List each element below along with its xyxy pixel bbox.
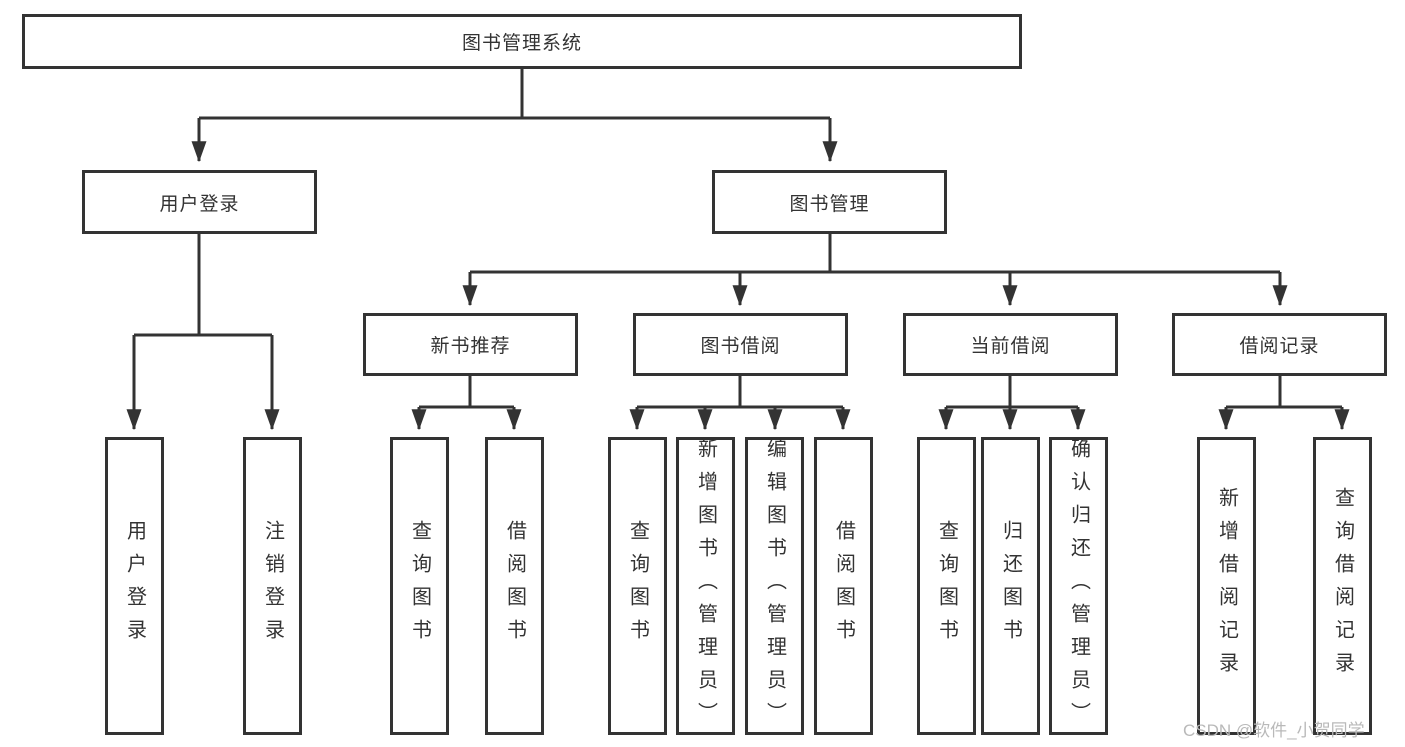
leaf-add-borrow-record: 新增借阅记录 <box>1197 437 1256 735</box>
leaf-logout: 注销登录 <box>243 437 302 735</box>
watermark: CSDN @软件_小贺同学 <box>1183 721 1365 740</box>
leaf-query-books-current-label: 查询图书 <box>935 520 958 652</box>
leaf-borrow-books: 借阅图书 <box>814 437 873 735</box>
leaf-logout-label: 注销登录 <box>261 520 284 652</box>
leaf-confirm-return-admin-label: 确认归还（管理员） <box>1067 437 1090 735</box>
leaf-edit-book-admin: 编辑图书（管理员） <box>745 437 804 735</box>
leaf-query-books-recommend-label: 查询图书 <box>408 520 431 652</box>
leaf-return-book-label: 归还图书 <box>999 520 1022 652</box>
node-new-book-recommend: 新书推荐 <box>363 313 578 376</box>
leaf-user-login: 用户登录 <box>105 437 164 735</box>
node-user-login: 用户登录 <box>82 170 317 234</box>
leaf-query-books-recommend: 查询图书 <box>390 437 449 735</box>
node-book-borrowing: 图书借阅 <box>633 313 848 376</box>
leaf-return-book: 归还图书 <box>981 437 1040 735</box>
leaf-query-borrow-record: 查询借阅记录 <box>1313 437 1372 735</box>
leaf-add-borrow-record-label: 新增借阅记录 <box>1215 487 1238 685</box>
node-borrowing-records: 借阅记录 <box>1172 313 1387 376</box>
leaf-borrow-books-recommend-label: 借阅图书 <box>503 520 526 652</box>
node-current-borrowing: 当前借阅 <box>903 313 1118 376</box>
leaf-borrow-books-recommend: 借阅图书 <box>485 437 544 735</box>
leaf-borrow-books-label: 借阅图书 <box>832 520 855 652</box>
leaf-add-book-admin-label: 新增图书（管理员） <box>694 437 717 735</box>
leaf-query-borrow-record-label: 查询借阅记录 <box>1331 487 1354 685</box>
leaf-add-book-admin: 新增图书（管理员） <box>676 437 735 735</box>
leaf-query-books-borrowing-label: 查询图书 <box>626 520 649 652</box>
leaf-query-books-current: 查询图书 <box>917 437 976 735</box>
node-book-management: 图书管理 <box>712 170 947 234</box>
leaf-user-login-label: 用户登录 <box>123 520 146 652</box>
leaf-confirm-return-admin: 确认归还（管理员） <box>1049 437 1108 735</box>
leaf-edit-book-admin-label: 编辑图书（管理员） <box>763 437 786 735</box>
leaf-query-books-borrowing: 查询图书 <box>608 437 667 735</box>
node-library-management-system: 图书管理系统 <box>22 14 1022 69</box>
